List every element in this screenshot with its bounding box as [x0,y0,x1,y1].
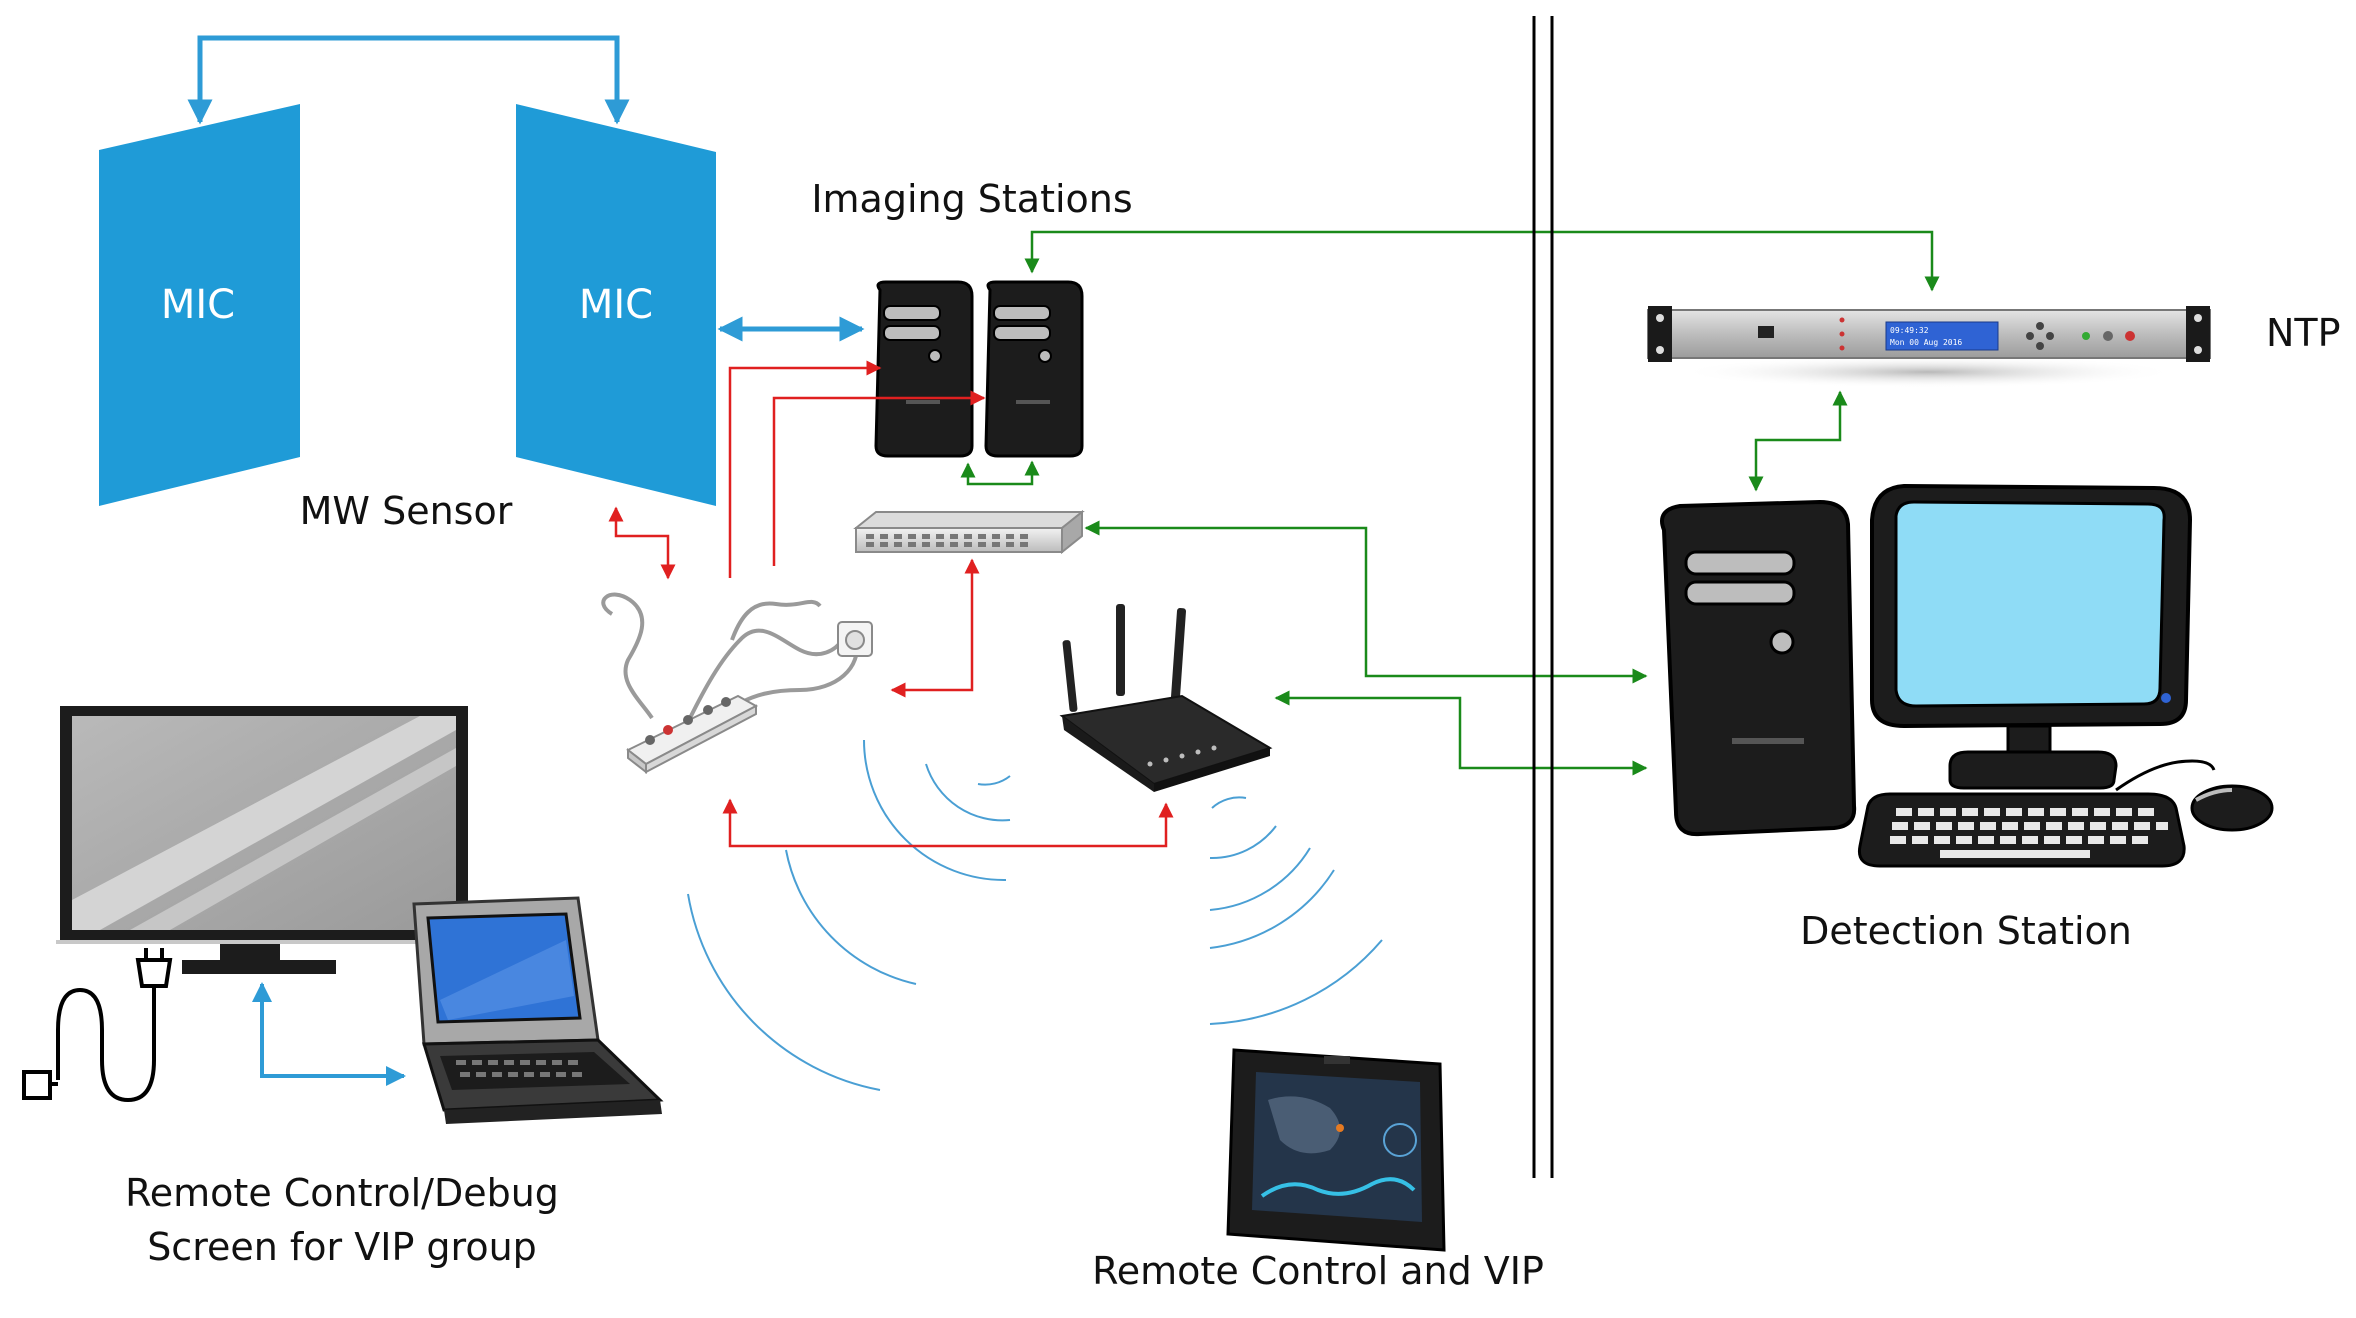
ntp-lcd-line1: 09:49:32 [1890,326,1929,335]
wireless-signal-left [687,739,1011,1091]
network-links [960,230,1940,776]
tv-laptop-link [252,982,406,1086]
power-links [608,360,1174,848]
mw-sensor-label: MW Sensor [300,489,513,533]
network-switch-icon [853,509,1085,555]
desktop-computer-icon [1660,483,2274,868]
ntp-lcd-line2: Mon 00 Aug 2016 [1890,338,1962,347]
mw-sensor: MIC MIC MW Sensor [99,35,716,533]
server-tower-icon [984,280,1084,458]
wireless-signal-right [1209,796,1383,1025]
power-strip-icon [601,592,859,775]
mic-sync-link [187,35,630,125]
remote-debug-label-line2: Screen for VIP group [147,1225,537,1269]
power-plug-icon [22,948,173,1103]
ntp-lcd-display [1885,321,1999,351]
mic-left-label: MIC [161,282,235,328]
remote-vip-label: Remote Control and VIP [1092,1249,1544,1293]
rugged-tablet-icon [1226,1048,1446,1252]
rugged-laptop-icon [412,896,664,1124]
ntp-rack-server-icon: 09:49:32 Mon 00 Aug 2016 [1647,306,2211,388]
mic-panel-left [99,104,300,506]
wall-socket-icon [837,621,873,657]
ntp-label: NTP [2266,311,2341,355]
tv-monitor-icon [56,706,472,974]
imaging-stations-label: Imaging Stations [811,177,1132,221]
mic-right-label: MIC [579,282,653,328]
remote-debug-label-line1: Remote Control/Debug [125,1171,559,1215]
server-tower-icon [874,280,974,458]
mic-panel-right [516,104,716,506]
detection-station-label: Detection Station [1800,909,2132,953]
wifi-router-icon [1059,604,1273,792]
